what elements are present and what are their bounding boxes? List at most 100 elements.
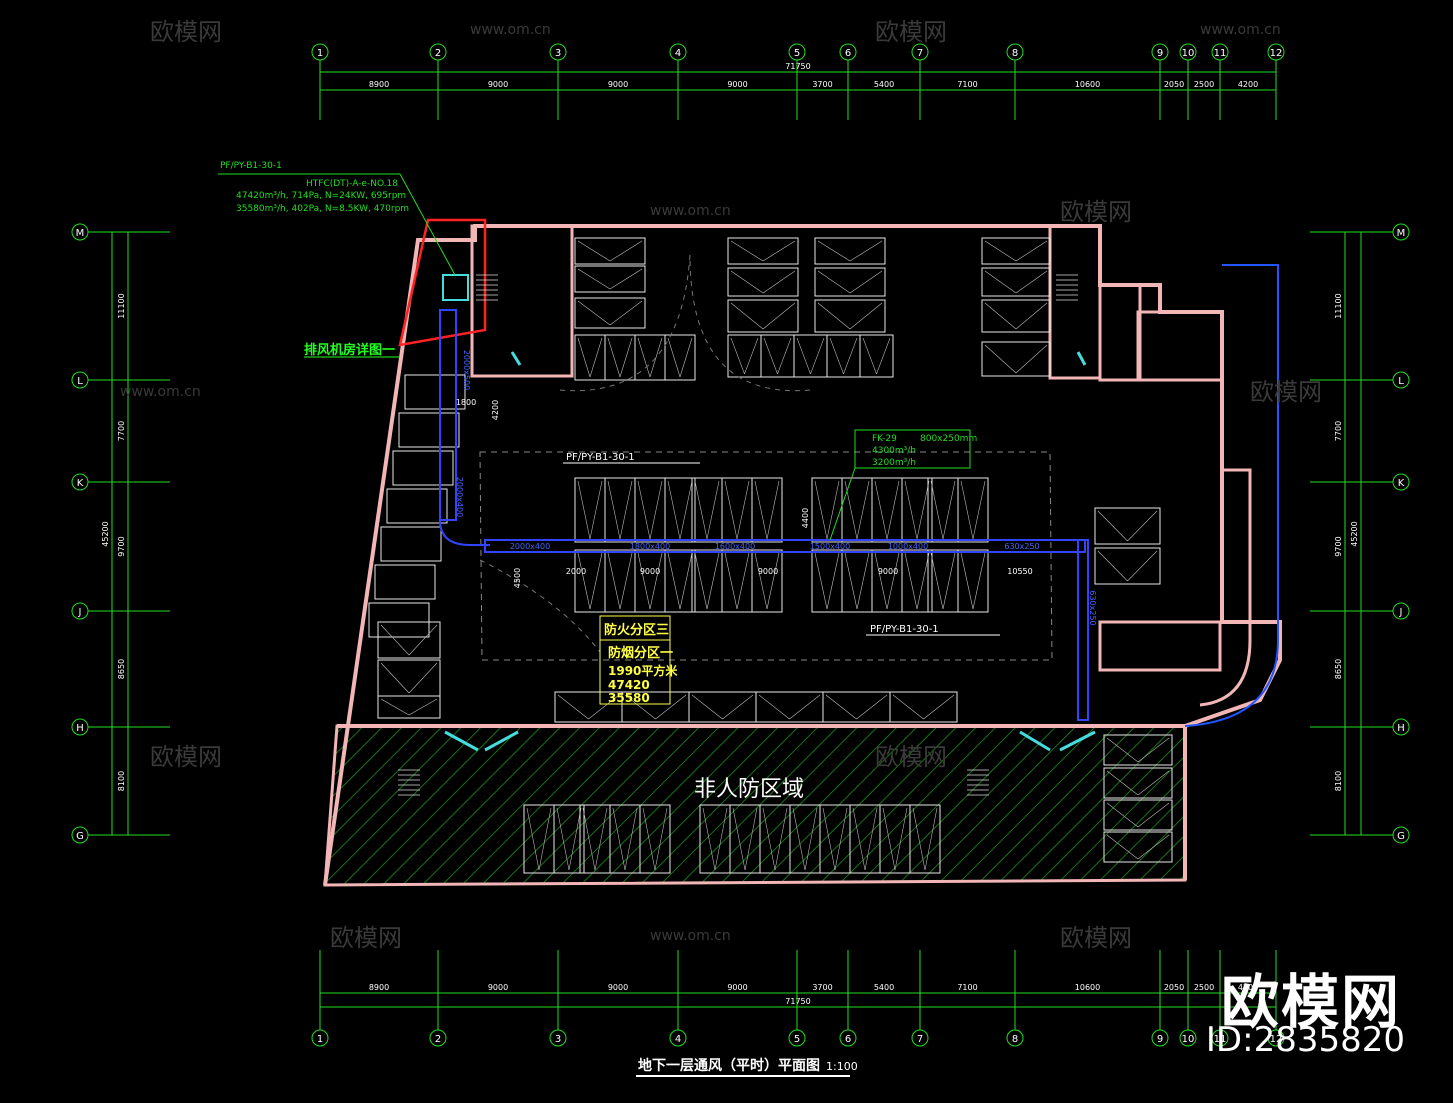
parking-marking [894,807,908,871]
parking-marking [762,302,796,330]
duct-size-label: 630x250 [1088,590,1097,625]
grid-column-label: 1 [317,48,323,59]
parking-marking [856,552,870,610]
parking-marking [691,694,723,720]
parking-marking [849,240,883,262]
parking-marking [762,240,796,262]
parking-marking [408,624,438,656]
dim-text: 4200 [1238,80,1258,89]
grid-column-label: 5 [794,1034,800,1045]
dim-text: 3700 [812,80,832,89]
bottom-dimension-chain: 7175018900290003900049000537006540077100… [311,950,1285,1047]
grid-column-label: 11 [1214,48,1227,59]
dim-text: 9700 [117,536,126,556]
parking-marking [822,807,836,871]
grid-bubble [429,1029,447,1047]
parking-space [664,549,696,613]
parking-space [377,695,441,719]
grid-bubble [1151,1029,1169,1047]
parking-marking [762,270,796,294]
parking-marking [758,694,790,720]
parking-marking [706,480,720,540]
parking-space [368,602,430,638]
fire-doors [444,351,1096,752]
parking-marking [1106,770,1139,796]
parking-space [760,334,795,378]
dim-text: 2500 [1194,80,1214,89]
ramp-curve [1184,264,1279,727]
fire-door [444,730,479,752]
parking-marking [763,337,778,375]
parking-marking [609,240,643,262]
bay-dimension: 4500 [513,568,522,588]
parking-marking [912,807,926,871]
grid-bubble [839,1029,857,1047]
parking-marking [834,807,848,871]
smoke-zone-label: 防烟分区一 [608,645,673,661]
grid-row-label: L [77,376,83,387]
watermark-text: 欧模网 [150,18,222,46]
parking-marking [1015,240,1048,262]
parking-marking [852,807,866,871]
grid-bubble [1392,371,1410,389]
fire-door [1059,730,1096,752]
parking-marking [849,302,883,330]
duct-system-label-1: PF/PY-B1-30-1 [566,452,635,463]
parking-marking [972,552,986,610]
grid-row-label: G [76,831,84,842]
ramp-curve-inner [1199,468,1252,707]
parking-space [826,334,861,378]
exhaust-fan-room-outline [398,218,487,347]
grid-column-label: 12 [1270,1034,1283,1045]
grid-row-label: M [1397,228,1406,239]
duct-size-label: 2000x500 [462,350,471,390]
parking-marking [724,552,738,610]
parking-marking [874,552,888,610]
grid-column-label: 7 [917,1034,923,1045]
damper-annotation: FK-29 800x250mm 4300m³/h 3200m³/h [829,429,977,541]
parking-marking [714,807,728,871]
grid-bubble [1211,43,1229,61]
lane-curve-2 [689,254,811,392]
parking-marking [649,480,663,540]
grid-column-label: 5 [794,48,800,59]
parking-marking [886,552,900,610]
grid-row-label: K [77,478,84,489]
parking-marking [754,480,768,540]
damper-flow-2: 3200m³/h [872,458,916,468]
parking-marking [972,480,986,540]
parking-marking [589,480,603,540]
grid-bubble [549,1029,567,1047]
grid-row-label: J [1399,607,1403,618]
leader-line [399,173,456,276]
parking-space [822,691,891,723]
parking-marking [817,302,851,330]
watermark-text: www.om.cn [650,928,731,944]
grid-bubble [71,473,89,491]
bay-dimension: 4400 [801,508,810,528]
parking-marking [817,240,851,262]
parking-marking [814,552,828,610]
parking-marking [655,694,687,720]
duct-size-label: 1600x400 [715,542,755,551]
parking-marking [642,807,656,871]
dim-text: 7100 [957,983,977,992]
parking-marking [730,270,764,294]
grid-column-label: 1 [317,1034,323,1045]
dim-text: 2500 [1194,983,1214,992]
dim-text: 8650 [1334,659,1343,679]
grid-bubble [839,43,857,61]
parking-marking [619,552,633,610]
parking-marking [923,694,955,720]
parking-marking [960,480,974,540]
parking-space [889,691,958,723]
grid-column-label: 7 [917,48,923,59]
parking-bays [368,237,1173,874]
parking-marking [984,240,1017,262]
dim-text: 5400 [874,80,894,89]
non-civil-defense-label: 非人防区域 [694,777,804,802]
parking-marking [766,480,780,540]
parking-marking [667,337,681,378]
